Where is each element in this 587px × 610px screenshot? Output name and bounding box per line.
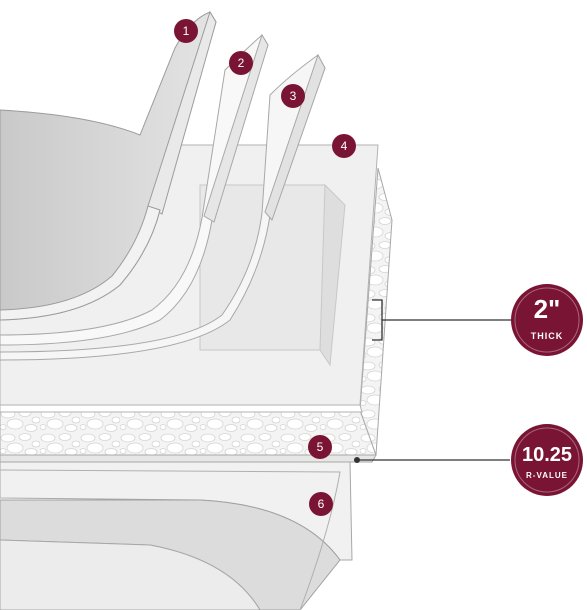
rvalue-badge: 10.25 R-VALUE	[511, 424, 583, 496]
layer-marker-3: 3	[281, 84, 305, 108]
layer-marker-5: 5	[308, 435, 332, 459]
layer-1-sheet	[0, 10, 217, 321]
rvalue-pointer	[354, 457, 510, 463]
layer-number-4: 4	[341, 139, 348, 153]
layer-number-2: 2	[238, 56, 245, 70]
rvalue-caption: R-VALUE	[526, 471, 568, 480]
layer-number-5: 5	[317, 440, 324, 454]
layer-marker-4: 4	[332, 134, 356, 158]
layer-marker-1: 1	[174, 19, 198, 43]
layer-6-sheets	[0, 461, 353, 610]
layer-5-foam	[0, 167, 393, 463]
layer-number-6: 6	[318, 497, 325, 511]
layer-3-sheet	[0, 53, 326, 361]
rvalue-value: 10.25	[522, 444, 572, 466]
thickness-badge: 2" THICK	[511, 284, 583, 356]
thickness-value: 2"	[534, 294, 561, 324]
thickness-caption: THICK	[531, 331, 564, 341]
layer-marker-2: 2	[229, 51, 253, 75]
layer-marker-6: 6	[309, 492, 333, 516]
thickness-bracket	[372, 299, 520, 341]
layer-number-3: 3	[290, 89, 297, 103]
layer-number-1: 1	[183, 24, 190, 38]
